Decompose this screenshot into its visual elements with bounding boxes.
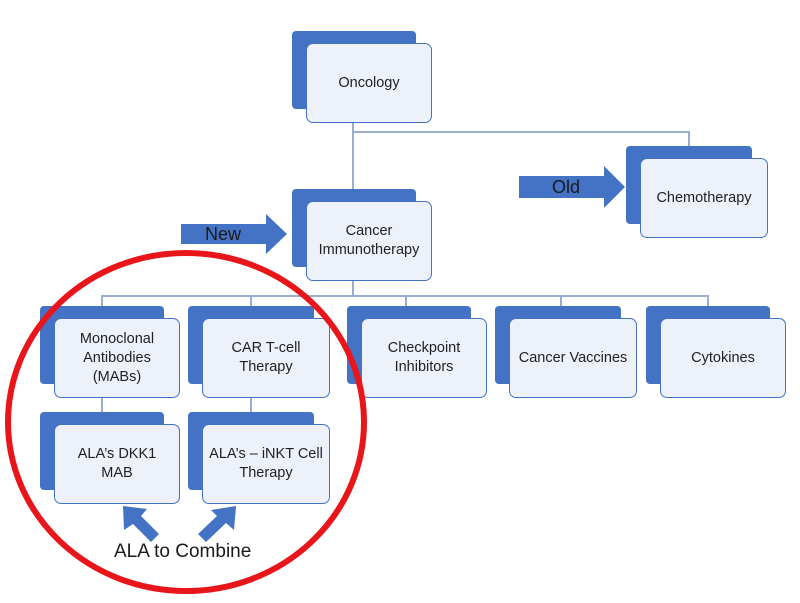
node-ala-dkk1-mab: ALA’s DKK1 MAB: [40, 412, 180, 504]
old-label: Old: [552, 177, 581, 197]
node-ala-dkk1-mab-label: ALA’s DKK1 MAB: [54, 424, 180, 504]
connector-cart-to-inkt: [250, 398, 252, 412]
node-cancer-vaccines-label: Cancer Vaccines: [509, 318, 637, 398]
connector-mab-to-ala: [101, 398, 103, 412]
connector-top-horizontal: [352, 131, 689, 133]
node-ala-inkt-label: ALA’s – iNKT Cell Therapy: [202, 424, 330, 504]
combine-arrow-right-icon: [198, 506, 236, 542]
connector-children-horizontal: [101, 295, 708, 297]
node-cytokines: Cytokines: [646, 306, 786, 398]
node-oncology: Oncology: [292, 31, 432, 123]
node-chemotherapy-label: Chemotherapy: [640, 158, 768, 238]
connector-cytokines-up: [707, 295, 709, 306]
new-label: New: [205, 224, 242, 244]
node-cancer-immunotherapy-label: Cancer Immunotherapy: [306, 201, 432, 281]
node-car-t-cell-label: CAR T-cell Therapy: [202, 318, 330, 398]
combine-label: ALA to Combine: [114, 541, 252, 562]
node-ala-inkt: ALA’s – iNKT Cell Therapy: [188, 412, 330, 504]
node-monoclonal-antibodies: Monoclonal Antibodies (MABs): [40, 306, 180, 398]
connector-vaccines-up: [560, 295, 562, 306]
node-cancer-vaccines: Cancer Vaccines: [495, 306, 637, 398]
node-monoclonal-antibodies-label: Monoclonal Antibodies (MABs): [54, 318, 180, 398]
node-oncology-label: Oncology: [306, 43, 432, 123]
connector-cart-up: [250, 295, 252, 306]
node-cytokines-label: Cytokines: [660, 318, 786, 398]
combine-arrow-left-icon: [123, 506, 159, 542]
connector-mab-up: [101, 295, 103, 306]
node-checkpoint-inhibitors: Checkpoint Inhibitors: [347, 306, 487, 398]
node-car-t-cell: CAR T-cell Therapy: [188, 306, 330, 398]
connector-checkpoint-up: [405, 295, 407, 306]
node-cancer-immunotherapy: Cancer Immunotherapy: [292, 189, 432, 281]
node-chemotherapy: Chemotherapy: [626, 146, 768, 238]
connector-oncology-down: [352, 123, 354, 203]
node-checkpoint-inhibitors-label: Checkpoint Inhibitors: [361, 318, 487, 398]
connector-chemo-down: [688, 131, 690, 148]
